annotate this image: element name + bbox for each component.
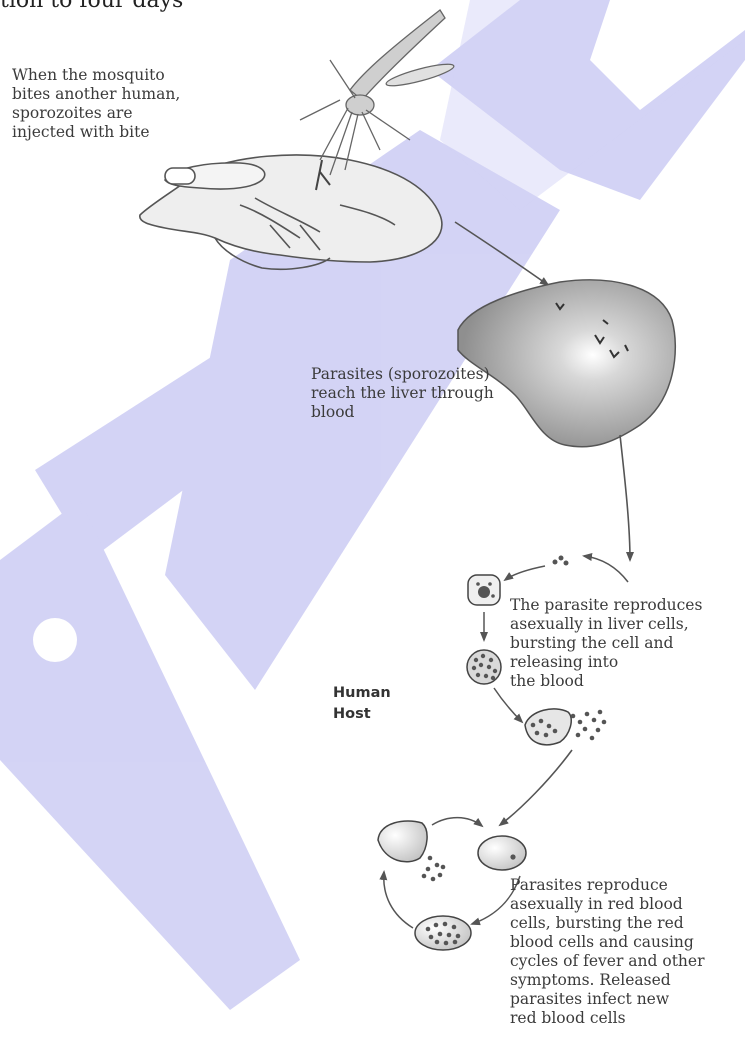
bursting-red-blood-cell [378,821,445,881]
arrow-parasite-to-cell [505,566,545,580]
infected-red-blood-cell [478,836,526,870]
liver-label: Parasites (sporozoites) reach the liver … [311,365,494,422]
arrow-schizont-to-burst-rbc [384,872,413,928]
liver-cells-label: The parasite reproduces asexually in liv… [510,596,702,691]
truncated-heading-text: tion to four days [0,0,183,13]
mosquito-bite-label: When the mosquito bites another human, s… [12,66,180,142]
bursting-cell [525,709,606,745]
infected-liver-cell [468,575,500,605]
human-host-label: Human Host [333,683,391,725]
arrow-released-to-new-cell [432,818,482,826]
red-blood-cell-schizont [415,916,471,950]
arrow-cycle-into-cell [584,556,628,582]
schizont-cell [467,650,501,684]
red-blood-cell-cycle [378,818,526,950]
watermark [0,0,745,1010]
arrow-liver-to-cells [620,435,630,560]
red-blood-cells-label: Parasites reproduce asexually in red blo… [510,876,705,1028]
watermark-dot [33,618,77,662]
arrow-schizont-to-burst [494,688,522,722]
free-parasites [553,556,569,566]
arrow-to-blood-stage [500,750,572,825]
